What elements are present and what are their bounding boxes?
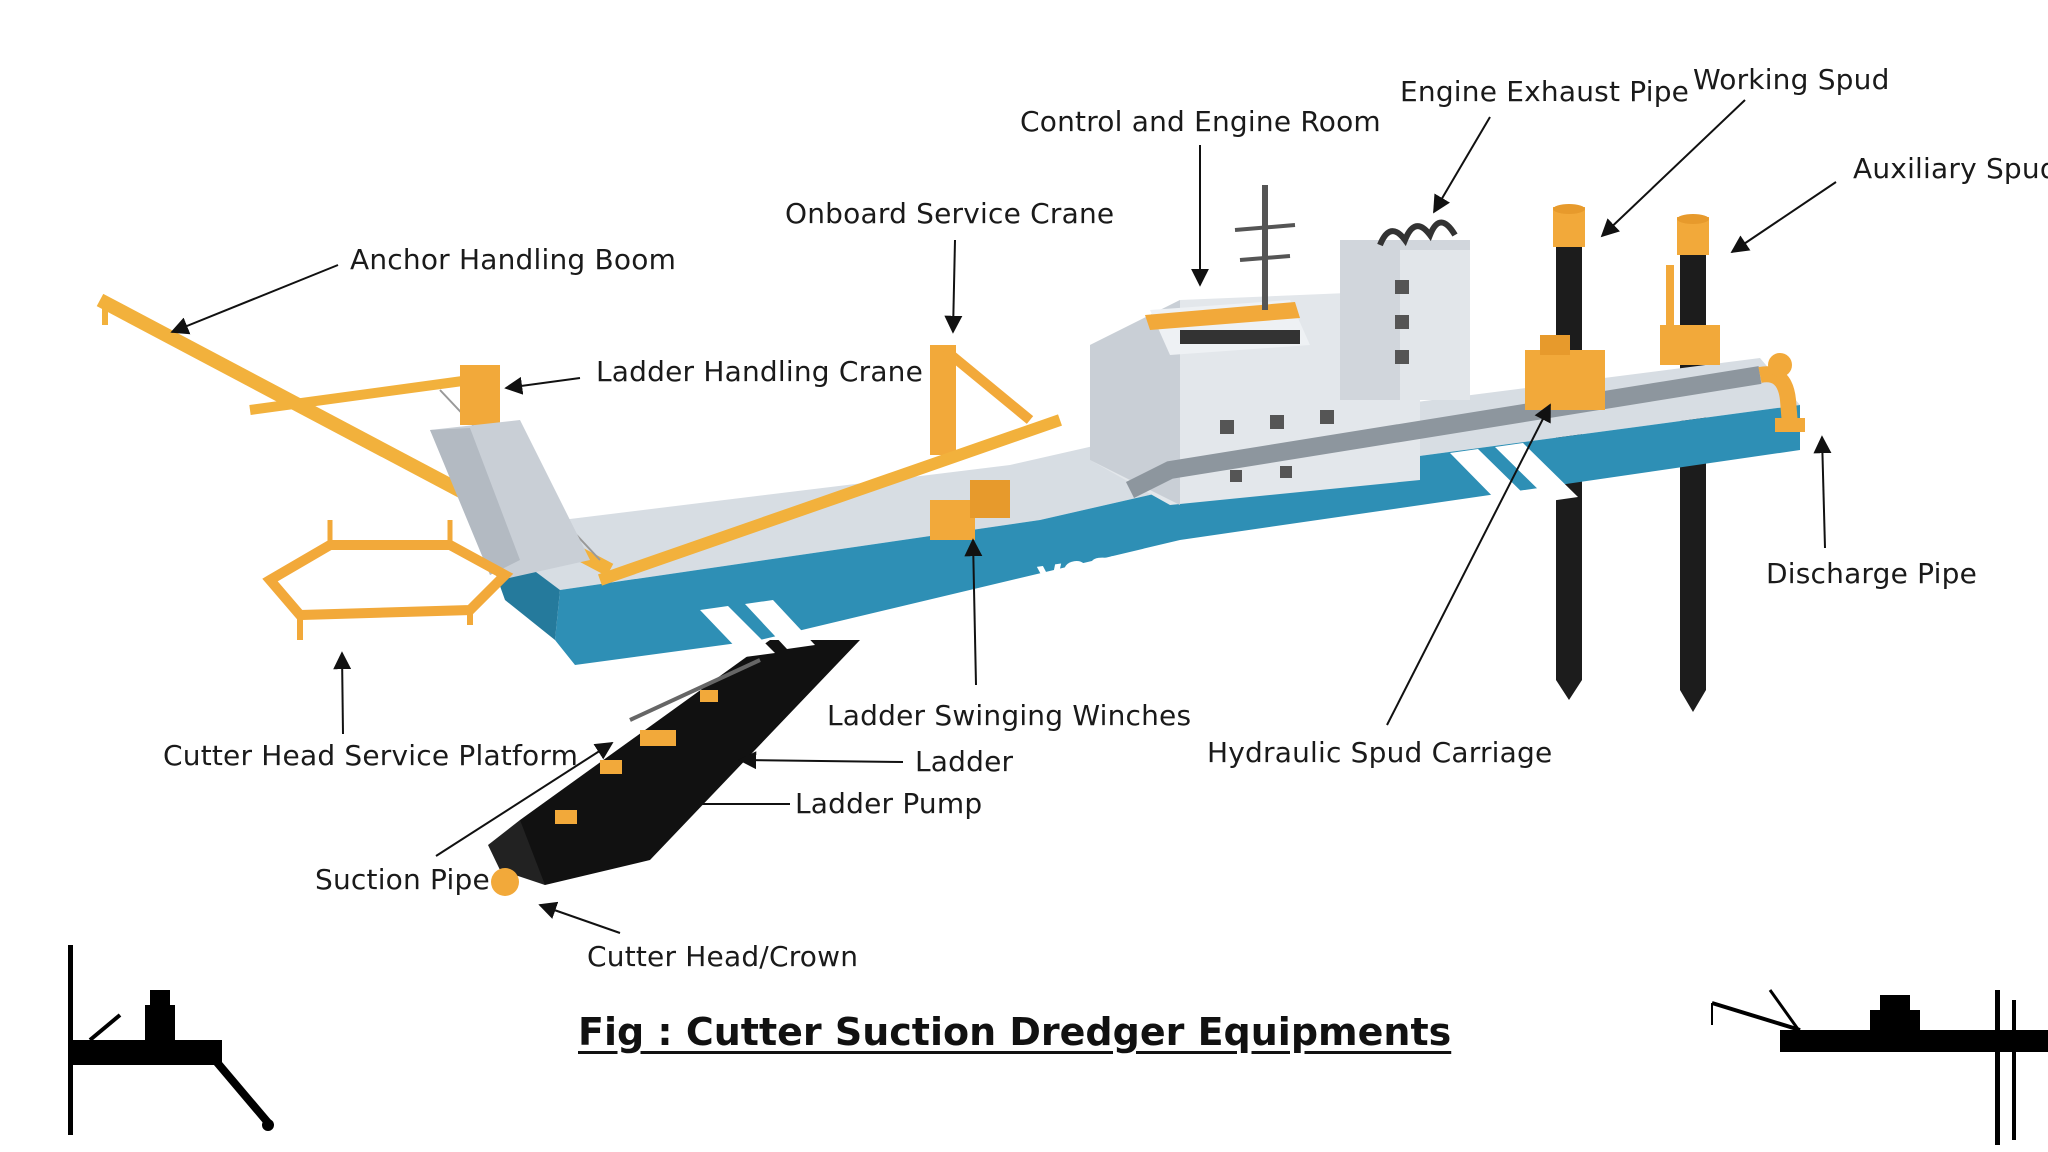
ladder-swinging-winches-shape <box>930 480 1010 540</box>
label-working-spud: Working Spud <box>1693 63 1890 96</box>
leader-working-spud <box>1600 99 1746 238</box>
dredger-silhouette-right <box>1711 989 2048 1145</box>
label-ladder-swinging-winches: Ladder Swinging Winches <box>827 699 1192 732</box>
label-suction-pipe: Suction Pipe <box>315 863 490 896</box>
leader-suction-pipe <box>435 742 614 857</box>
label-hydraulic-spud-carriage: Hydraulic Spud Carriage <box>1207 736 1553 769</box>
ladder-handling-crane-shape <box>430 365 590 580</box>
leader-anchor-handling-boom <box>170 264 339 335</box>
label-cutter-head-service-platform: Cutter Head Service Platform <box>163 739 579 772</box>
cutter-head-shape <box>491 868 519 896</box>
label-anchor-handling-boom: Anchor Handling Boom <box>350 243 677 276</box>
label-ladder-pump: Ladder Pump <box>795 787 983 820</box>
label-auxiliary-spud: Auxiliary Spud <box>1853 152 2048 185</box>
leader-engine-exhaust-pipe <box>1433 116 1491 214</box>
label-cutter-head-crown: Cutter Head/Crown <box>587 940 859 973</box>
leader-lines <box>170 99 1837 934</box>
leader-cutter-head-service-platform <box>333 651 352 735</box>
hydraulic-spud-carriage-shape <box>1525 265 1720 410</box>
leader-ladder-swinging-winches <box>964 538 983 686</box>
figure-caption: Fig : Cutter Suction Dredger Equipments <box>578 1010 1452 1054</box>
leader-hydraulic-spud-carriage <box>1386 403 1551 726</box>
dredger-silhouette-left <box>68 945 274 1135</box>
leader-ladder <box>738 751 904 770</box>
engine-exhaust-building-shape <box>1340 219 1470 400</box>
label-control-engine-room: Control and Engine Room <box>1020 105 1381 138</box>
leader-ladder-handling-crane <box>504 376 581 395</box>
label-discharge-pipe: Discharge Pipe <box>1766 557 1977 590</box>
onboard-service-crane-shape <box>598 345 1062 586</box>
label-onboard-service-crane: Onboard Service Crane <box>785 197 1115 230</box>
ladder-shape <box>488 640 860 896</box>
leader-auxiliary-spud <box>1730 181 1837 254</box>
label-ladder-handling-crane: Ladder Handling Crane <box>596 355 924 388</box>
label-ladder: Ladder <box>915 745 1014 778</box>
leader-onboard-service-crane <box>944 239 963 334</box>
leader-discharge-pipe <box>1813 435 1832 549</box>
leader-cutter-head-crown <box>538 901 621 934</box>
label-engine-exhaust-pipe: Engine Exhaust Pipe <box>1400 75 1690 108</box>
cutter-head-service-platform-shape <box>262 520 514 640</box>
